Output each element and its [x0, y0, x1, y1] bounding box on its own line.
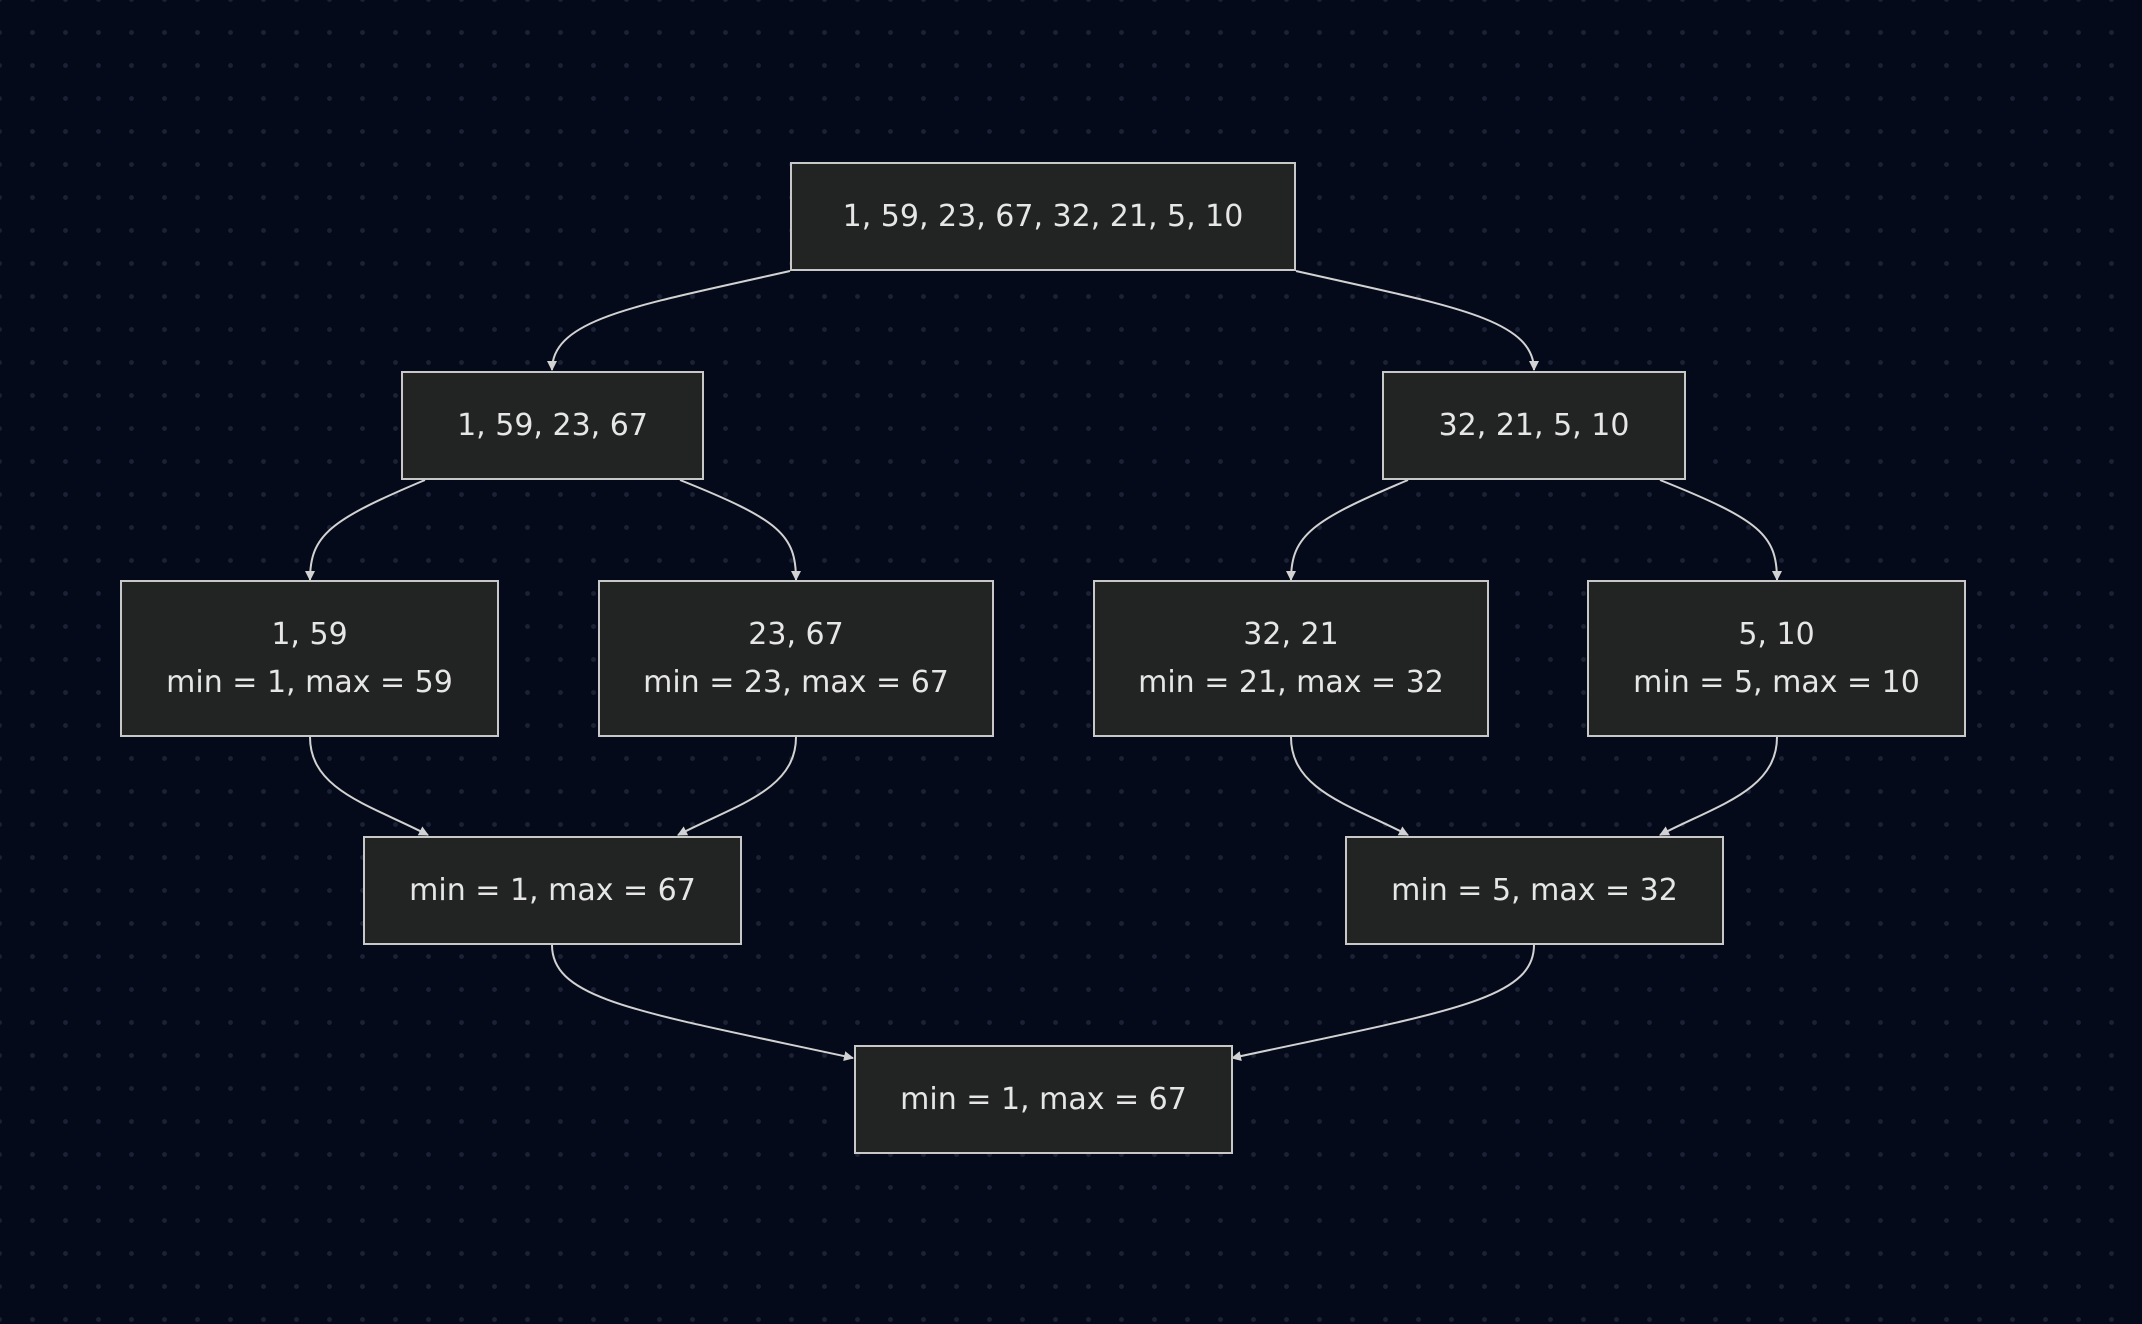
node-leaf-4: 5, 10 min = 5, max = 10 — [1587, 580, 1966, 737]
node-merge-right: min = 5, max = 32 — [1345, 836, 1724, 945]
node-root-label: 1, 59, 23, 67, 32, 21, 5, 10 — [842, 198, 1244, 234]
node-left-half: 1, 59, 23, 67 — [401, 371, 704, 480]
edge-root-to-left-half — [547, 270, 791, 371]
node-result: min = 1, max = 67 — [854, 1045, 1233, 1154]
edge-leaf-1-to-merge-left — [309, 736, 429, 836]
node-leaf-4-minmax: min = 5, max = 10 — [1633, 664, 1920, 700]
node-leaf-1-values: 1, 59 — [271, 616, 348, 652]
node-right-half: 32, 21, 5, 10 — [1382, 371, 1686, 480]
edge-leaf-4-to-merge-right — [1659, 736, 1778, 836]
edge-right-half-to-leaf-3 — [1286, 479, 1409, 581]
edge-leaf-3-to-merge-right — [1290, 736, 1409, 836]
node-left-half-label: 1, 59, 23, 67 — [457, 407, 648, 443]
edge-right-half-to-leaf-4 — [1659, 479, 1782, 581]
node-leaf-3: 32, 21 min = 21, max = 32 — [1093, 580, 1489, 737]
node-right-half-label: 32, 21, 5, 10 — [1438, 407, 1630, 443]
node-root: 1, 59, 23, 67, 32, 21, 5, 10 — [790, 162, 1296, 271]
node-leaf-1: 1, 59 min = 1, max = 59 — [120, 580, 499, 737]
edge-left-half-to-leaf-1 — [305, 479, 426, 581]
node-leaf-3-minmax: min = 21, max = 32 — [1138, 664, 1444, 700]
node-leaf-1-minmax: min = 1, max = 59 — [166, 664, 453, 700]
node-leaf-2-values: 23, 67 — [748, 616, 844, 652]
edge-merge-left-to-result — [551, 944, 854, 1061]
edge-left-half-to-leaf-2 — [679, 479, 801, 581]
node-merge-left: min = 1, max = 67 — [363, 836, 742, 945]
node-leaf-2: 23, 67 min = 23, max = 67 — [598, 580, 994, 737]
edge-merge-right-to-result — [1231, 944, 1535, 1061]
node-result-label: min = 1, max = 67 — [900, 1081, 1187, 1117]
edge-leaf-2-to-merge-left — [677, 736, 797, 836]
node-merge-right-label: min = 5, max = 32 — [1391, 872, 1678, 908]
node-leaf-3-values: 32, 21 — [1243, 616, 1339, 652]
node-merge-left-label: min = 1, max = 67 — [409, 872, 696, 908]
node-leaf-2-minmax: min = 23, max = 67 — [643, 664, 949, 700]
edge-root-to-right-half — [1295, 270, 1539, 371]
node-leaf-4-values: 5, 10 — [1738, 616, 1815, 652]
